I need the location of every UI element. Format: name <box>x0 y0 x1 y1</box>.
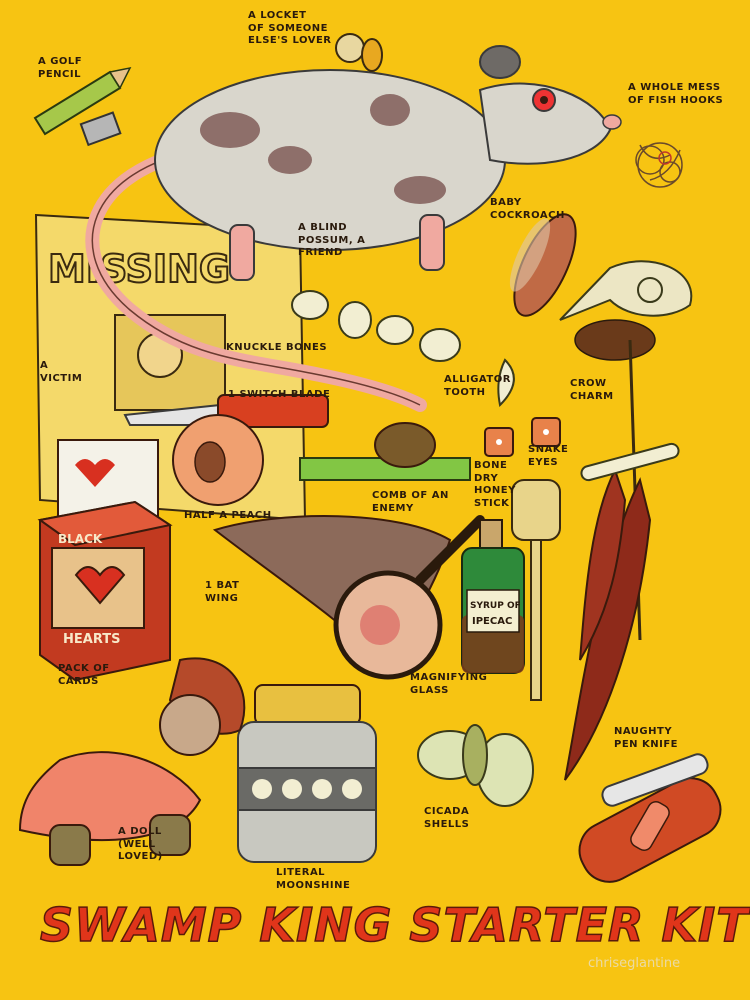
svg-text:SYRUP OF: SYRUP OF <box>470 601 521 611</box>
moonshine-jar <box>237 684 377 863</box>
locket <box>335 33 383 72</box>
pen-knife <box>578 753 722 883</box>
alligator-tooth <box>497 358 515 408</box>
magnifying-glass <box>333 515 485 680</box>
ipecac-bottle: SYRUP OF IPECAC <box>461 519 525 674</box>
card-box-bottom: HEARTS <box>63 632 120 647</box>
poster-title: SWAMP KING STARTER KIT <box>39 897 749 953</box>
crow-charm <box>559 260 693 781</box>
voodoo-doll <box>18 657 246 866</box>
card-box-top: BLACK <box>58 532 103 546</box>
golf-pencil <box>33 66 132 147</box>
snake-eyes-dice <box>484 417 561 457</box>
knuckle-bones <box>291 290 461 362</box>
half-peach <box>172 414 264 506</box>
honey-stick <box>511 479 561 701</box>
svg-text:IPECAC: IPECAC <box>472 616 512 627</box>
card-box: BLACK HEARTS <box>37 500 173 682</box>
label-knuckle-bones: KNUCKLE BONES <box>226 342 328 353</box>
watermark: chriseglantine <box>588 956 681 971</box>
label-half-peach: HALF A PEACH <box>184 510 272 521</box>
cockroach <box>509 213 577 317</box>
poster-word: MISSING <box>48 247 230 291</box>
fish-hooks <box>635 142 683 188</box>
cicada-shells <box>417 724 534 807</box>
label-switch-blade: 1 SWITCH BLADE <box>228 389 331 400</box>
comb <box>299 422 471 481</box>
possum <box>154 45 622 281</box>
